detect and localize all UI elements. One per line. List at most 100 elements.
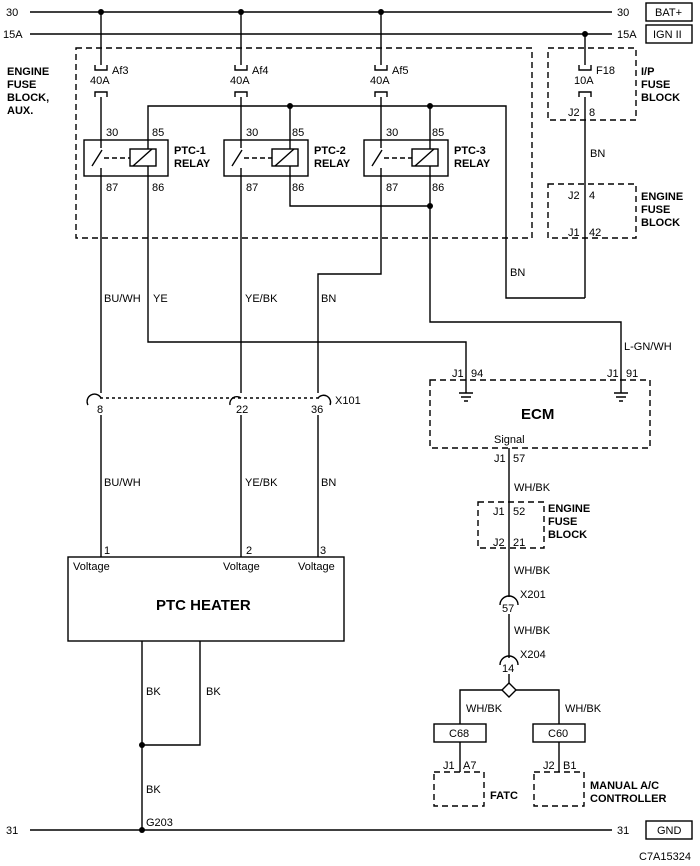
relay-86-link: L-GN/WH [289, 176, 672, 375]
svg-text:F18: F18 [596, 65, 615, 77]
connector-x201: 57 X201 [499, 589, 546, 615]
svg-text:C68: C68 [449, 728, 469, 740]
splice: WH/BK WH/BK [459, 682, 602, 724]
connector-c68: C68 [433, 723, 487, 743]
wire-bn-return: BN [510, 267, 525, 279]
fuse-af3: 40A Af3 [90, 9, 129, 97]
svg-text:I/P: I/P [641, 66, 654, 78]
svg-text:14: 14 [502, 663, 514, 675]
svg-text:J1: J1 [443, 760, 455, 772]
ecm-title: ECM [521, 406, 554, 423]
figure-code: C7A15324 [639, 851, 691, 863]
fatc-label: FATC [490, 790, 518, 802]
relay-ptc3: 30 85 87 86 PTC-3 RELAY [363, 127, 491, 194]
wire-whbk2: WH/BK [514, 565, 551, 577]
relay-85-bus [147, 103, 585, 299]
svg-text:FUSE: FUSE [548, 516, 577, 528]
bat-rail-left-num: 30 [6, 7, 18, 19]
svg-text:J2: J2 [568, 190, 580, 202]
svg-text:X201: X201 [520, 589, 546, 601]
wire-yebk-bot: YE/BK [245, 477, 278, 489]
svg-text:85: 85 [152, 127, 164, 139]
fuse-af5-name: Af5 [392, 65, 409, 77]
svg-text:BLOCK: BLOCK [641, 217, 680, 229]
svg-text:ENGINE: ENGINE [548, 503, 590, 515]
svg-text:36: 36 [311, 404, 323, 416]
wire-buwh-bot: BU/WH [104, 477, 141, 489]
engine-fuse-block-label: ENGINE FUSE BLOCK [641, 191, 683, 229]
svg-text:B1: B1 [563, 760, 576, 772]
fuse-af5-rating: 40A [370, 75, 390, 87]
svg-text:Voltage: Voltage [73, 561, 110, 573]
wire-yebk-top: YE/BK [245, 293, 278, 305]
connector-c60: C60 [532, 723, 586, 743]
svg-text:91: 91 [626, 368, 638, 380]
svg-text:1: 1 [104, 545, 110, 557]
wire-whbk4: WH/BK [466, 703, 503, 715]
wire-bn-bot: BN [321, 477, 336, 489]
fuse-af3-rating: 40A [90, 75, 110, 87]
ip-fuse-block-box [547, 47, 637, 121]
engine-fuse-block-aux-label: ENGINE FUSE BLOCK, AUX. [7, 66, 49, 117]
svg-text:BK: BK [146, 686, 161, 698]
svg-text:87: 87 [106, 182, 118, 194]
wire-lgnwh: L-GN/WH [624, 341, 672, 353]
wire-whbk3: WH/BK [514, 625, 551, 637]
svg-text:57: 57 [502, 603, 514, 615]
svg-text:Voltage: Voltage [223, 561, 260, 573]
svg-text:FUSE: FUSE [641, 79, 670, 91]
svg-text:86: 86 [152, 182, 164, 194]
svg-text:FUSE: FUSE [7, 79, 36, 91]
fuse-af5: 40A Af5 [370, 9, 409, 97]
wire-bn-ip: BN [590, 148, 605, 160]
relay-ptc1: 30 85 87 86 PTC-1 RELAY [83, 127, 211, 194]
manual-ac-label1: MANUAL A/C [590, 780, 659, 792]
svg-text:86: 86 [292, 182, 304, 194]
svg-text:85: 85 [432, 127, 444, 139]
svg-text:X101: X101 [335, 395, 361, 407]
svg-text:87: 87 [246, 182, 258, 194]
svg-text:J2: J2 [568, 107, 580, 119]
svg-text:Voltage: Voltage [298, 561, 335, 573]
svg-text:31: 31 [6, 825, 18, 837]
ptc-heater-title: PTC HEATER [156, 597, 251, 614]
fuse-f18: 10A F18 J2 8 [568, 31, 615, 119]
svg-text:J1: J1 [607, 368, 619, 380]
svg-text:YE: YE [153, 293, 168, 305]
svg-text:J2: J2 [493, 537, 505, 549]
engine-fuse-block2-label: ENGINE FUSE BLOCK [548, 503, 590, 541]
svg-text:57: 57 [513, 453, 525, 465]
fuse-af4-name: Af4 [252, 65, 269, 77]
svg-text:42: 42 [589, 227, 601, 239]
relay-ptc2-label2: RELAY [314, 158, 351, 170]
svg-text:30: 30 [386, 127, 398, 139]
svg-text:J1: J1 [493, 506, 505, 518]
connector-x204: 14 X204 [499, 649, 546, 675]
svg-text:22: 22 [236, 404, 248, 416]
svg-text:BLOCK: BLOCK [548, 529, 587, 541]
engine-fuse-block-aux-box [75, 47, 533, 239]
relay-ptc3-label1: PTC-3 [454, 145, 486, 157]
svg-text:10A: 10A [574, 75, 594, 87]
svg-text:BK: BK [146, 784, 161, 796]
svg-text:BK: BK [206, 686, 221, 698]
ecm-module: J1 94 J1 91 ECM Signal J1 57 [429, 368, 651, 465]
svg-text:21: 21 [513, 537, 525, 549]
svg-text:J1: J1 [494, 453, 506, 465]
svg-text:J2: J2 [543, 760, 555, 772]
relay-ptc1-label2: RELAY [174, 158, 211, 170]
ign-rail: 15A 15A IGN II [3, 24, 693, 44]
svg-text:ENGINE: ENGINE [641, 191, 683, 203]
svg-text:2: 2 [246, 545, 252, 557]
svg-text:30: 30 [246, 127, 258, 139]
svg-text:BLOCK,: BLOCK, [7, 92, 49, 104]
ign-label: IGN II [653, 29, 682, 41]
engine-fuse-block2-box [477, 501, 545, 549]
svg-text:C60: C60 [548, 728, 568, 740]
svg-text:31: 31 [617, 825, 629, 837]
manual-ac-label2: CONTROLLER [590, 793, 666, 805]
relay-ptc1-label1: PTC-1 [174, 145, 206, 157]
relay-ptc2-label1: PTC-2 [314, 145, 346, 157]
ground-wiring: BK BK BK G203 [139, 641, 221, 833]
